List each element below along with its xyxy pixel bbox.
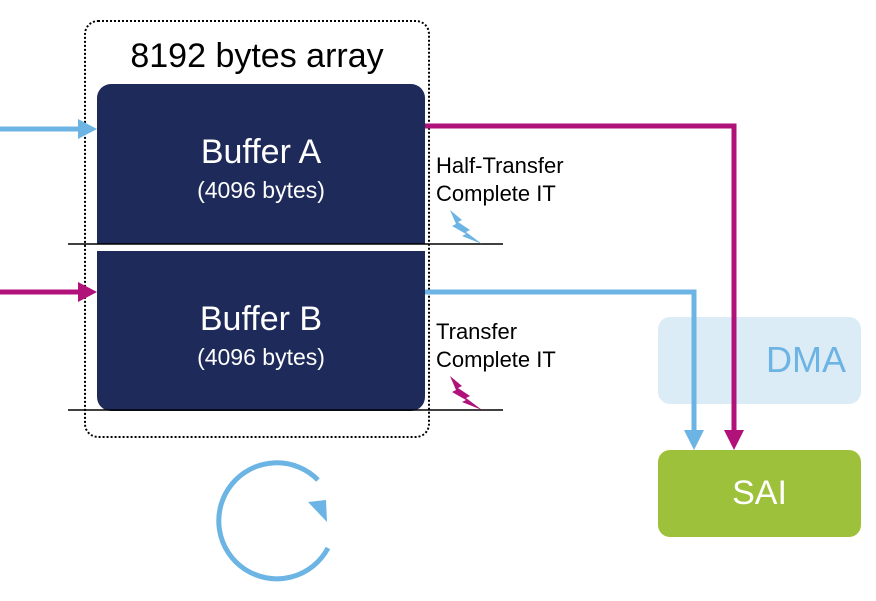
transfer-label: Transfer Complete IT: [436, 318, 556, 374]
transfer-line1: Transfer: [436, 319, 518, 344]
half-transfer-lightning-icon: [450, 210, 482, 244]
buffer-a-name: Buffer A: [200, 133, 322, 171]
transfer-line2: Complete IT: [436, 347, 556, 372]
half-transfer-line1: Half-Transfer: [436, 153, 564, 178]
loop-cycle-icon: [216, 460, 331, 582]
sai-box: SAI: [658, 450, 861, 537]
buffer-b-size: (4096 bytes): [197, 344, 325, 370]
dma-label: DMA: [766, 339, 846, 380]
buffer-a: Buffer A (4096 bytes): [97, 84, 425, 244]
buffer-a-size: (4096 bytes): [197, 177, 325, 203]
array-title: 8192 bytes array: [130, 37, 384, 75]
buffer-b-to-sai-arrow: [425, 289, 704, 450]
array-frame: [84, 20, 430, 438]
half-transfer-label: Half-Transfer Complete IT: [436, 152, 564, 208]
incoming-arrow-buffer-b: [0, 282, 97, 302]
half-transfer-line2: Complete IT: [436, 181, 556, 206]
incoming-arrow-buffer-a: [0, 119, 97, 139]
transfer-lightning-icon: [450, 376, 482, 410]
buffer-a-to-sai-arrow: [425, 123, 744, 450]
buffer-b: Buffer B (4096 bytes): [97, 251, 425, 411]
buffer-b-name: Buffer B: [199, 300, 323, 338]
